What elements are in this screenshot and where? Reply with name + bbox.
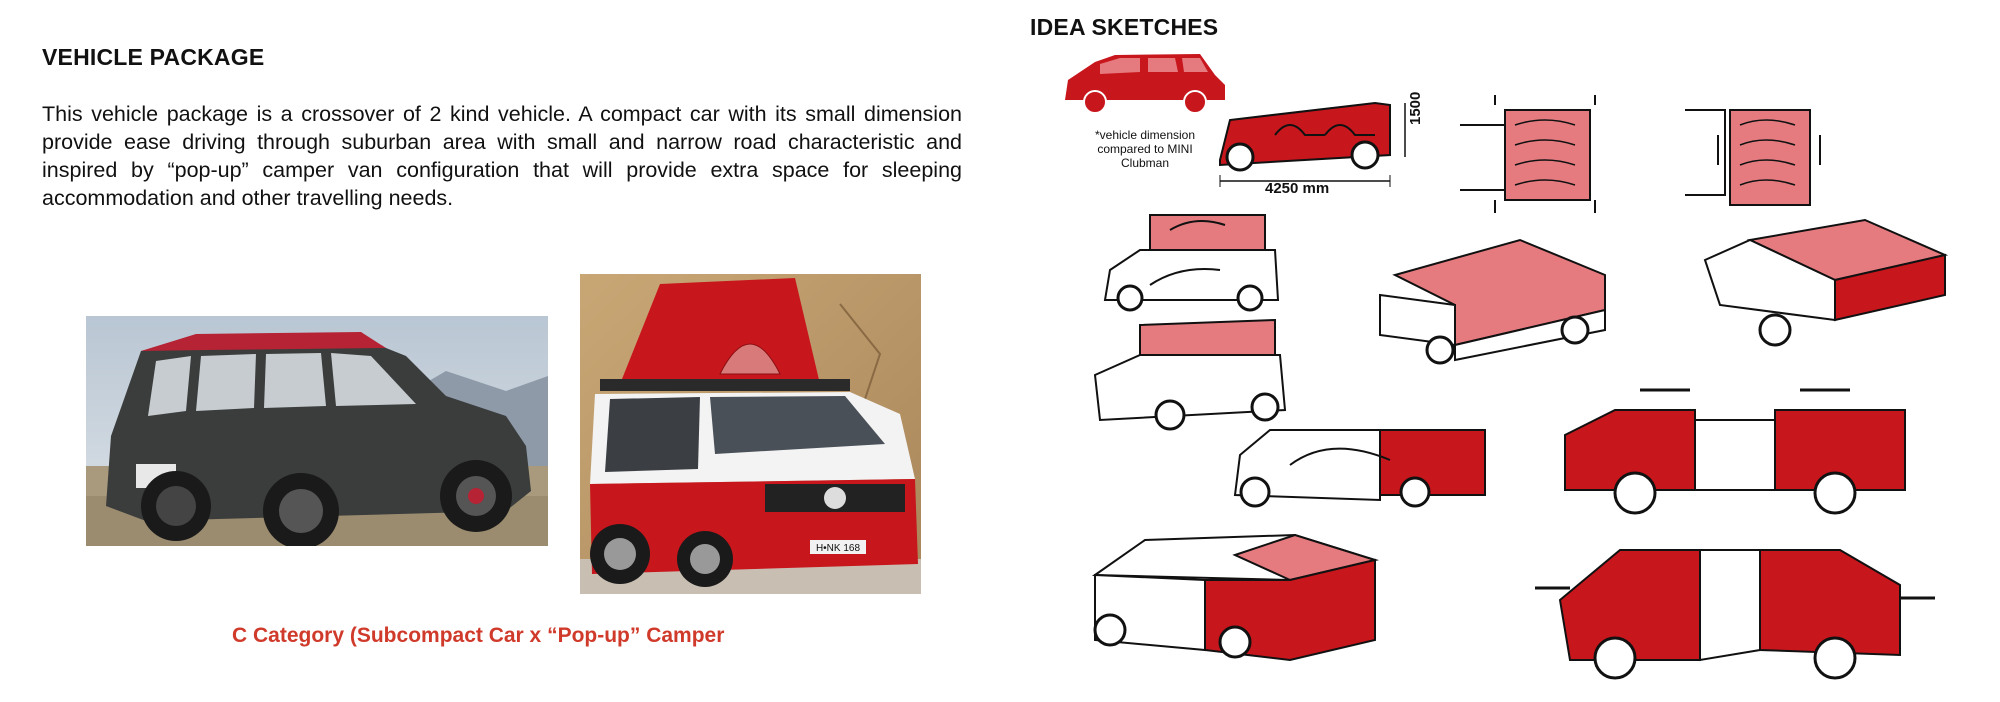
license-plate: H•NK 168 <box>816 543 861 554</box>
height-dimension: 1500 <box>1407 91 1424 125</box>
mini-silhouette-sketch <box>1065 54 1225 114</box>
plan-view-sketch-2 <box>1685 109 1821 206</box>
length-dimension: 4250 mm <box>1265 180 1330 197</box>
popup-roof-3d-sketch-2 <box>1703 218 1949 347</box>
popup-roof-3d-sketch-3 <box>1093 318 1287 431</box>
slide-out-side-sketch-2 <box>1564 388 1906 515</box>
vehicle-package-description: This vehicle package is a crossover of 2… <box>42 102 962 210</box>
dimension-note: *vehicle dimension compared to MINI Club… <box>1094 128 1196 170</box>
category-caption: C Category (Subcompact Car x “Pop-up” Ca… <box>232 624 725 647</box>
vehicle-package-title: VEHICLE PACKAGE <box>42 44 265 70</box>
popup-roof-side-sketch <box>1103 214 1280 312</box>
slide-out-3d-sketch-1 <box>1091 533 1379 662</box>
popup-roof-3d-sketch-1 <box>1379 238 1606 365</box>
vw-camper-photo: H•NK 168 <box>580 274 921 594</box>
slide-out-3d-sketch-2 <box>1535 549 1935 680</box>
plan-view-sketch-1 <box>1460 95 1596 213</box>
mini-clubman-photo <box>86 316 548 546</box>
dimensioned-van-sketch <box>1219 101 1406 187</box>
slide-out-side-sketch-1 <box>1233 429 1486 508</box>
idea-sketches-title: IDEA SKETCHES <box>1030 14 1219 40</box>
